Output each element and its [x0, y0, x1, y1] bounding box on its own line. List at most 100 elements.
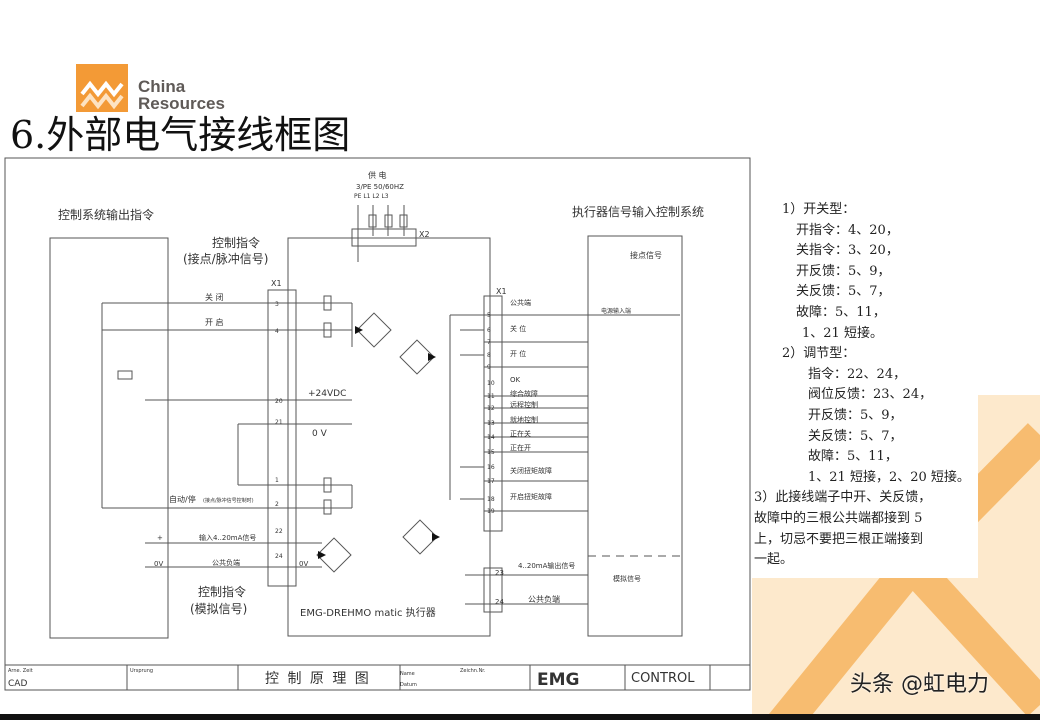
terminal-8: 8: [487, 352, 491, 359]
signal-label: 就地控制: [510, 415, 538, 424]
china-resources-logo: [76, 64, 128, 112]
note-line: 指令：22、24，: [808, 366, 907, 382]
terminal-2: 2: [275, 501, 279, 508]
note-line: 故障中的三根公共端都接到 5: [754, 510, 923, 526]
analog-signal-label: 模拟信号: [613, 574, 641, 583]
note-line: 1）开关型：: [782, 202, 856, 217]
terminal-1: 1: [275, 477, 279, 484]
left-wires: [101, 295, 353, 568]
right-header: 执行器信号输入控制系统: [572, 204, 704, 219]
terminal-19: 19: [487, 508, 495, 515]
x2-label: X2: [419, 230, 430, 239]
terminal-23: 23: [495, 569, 504, 577]
terminal-16: 16: [487, 464, 495, 471]
signal-label: 开启扭矩故障: [510, 492, 552, 501]
signal-label: 开 位: [510, 349, 526, 358]
signal-label: 正在关: [510, 429, 531, 438]
cmd-title: 控制指令: [212, 235, 260, 250]
note-line: 开反馈：5、9，: [796, 263, 891, 279]
receiving-system-box: [587, 235, 683, 637]
title-block: [5, 664, 750, 690]
bottom-bar: [0, 714, 1040, 720]
note-line: 故障：5、11，: [808, 449, 898, 465]
titleblock-field: Arne. Zeit: [8, 668, 33, 674]
page-title: 6.外部电气接线框图: [10, 113, 351, 157]
titleblock-drawing-no: Zeichn.Nr.: [460, 668, 486, 674]
note-line: 故障：5、11，: [796, 304, 886, 320]
terminal-17: 17: [487, 478, 495, 485]
right-wires: [449, 314, 680, 500]
input-420-label: 输入4..20mA信号: [199, 533, 256, 542]
wiring-notes-panel: 1）开关型：开指令：4、20，关指令：3、20，开反馈：5、9，关反馈：5、7，…: [752, 192, 978, 578]
terminal-11: 11: [487, 393, 495, 400]
x1-left-label: X1: [271, 279, 282, 288]
terminal-5: 5: [487, 312, 491, 319]
emg-logo: EMG: [537, 670, 579, 690]
analog-cmd-subtitle: (模拟信号): [190, 602, 247, 616]
note-line: 1、21 短接，2、20 短接。: [808, 469, 970, 485]
auto-label: 自动/停: [169, 494, 196, 504]
logo-mark-icon: [80, 80, 124, 110]
cmd-subtitle: (接点/脉冲信号): [183, 251, 268, 266]
terminal-22: 22: [275, 528, 283, 535]
note-line: 2）调节型：: [782, 346, 856, 362]
note-line: 1、21 短接。: [802, 325, 883, 341]
power-in-label: 电源输入端: [601, 307, 631, 315]
titleblock-title: 控 制 原 理 图: [265, 671, 371, 687]
analog-cmd-title: 控制指令: [198, 584, 246, 599]
open-label: 开 启: [205, 317, 224, 327]
note-line: 关反馈：5、7，: [796, 284, 891, 300]
close-label: 关 闭: [205, 292, 224, 302]
terminal-18: 18: [487, 496, 495, 503]
24vdc-label: +24VDC: [308, 389, 346, 399]
actuator-label: EMG-DREHMO matic 执行器: [300, 606, 436, 619]
titleblock-control: CONTROL: [631, 671, 695, 686]
wiring-diagram: 控制系统输出指令 执行器信号输入控制系统 控制指令 (接点/脉冲信号) 控制指令…: [4, 157, 751, 691]
terminal-24: 24: [275, 553, 283, 560]
0v-label: 0 V: [312, 429, 328, 439]
signal-label: OK: [510, 376, 521, 384]
terminal-14: 14: [487, 434, 495, 441]
x2-terminal-strip: [351, 228, 417, 247]
terminal-15: 15: [487, 449, 495, 456]
terminal-10: 10: [487, 380, 495, 387]
common-neg-label: 公共负端: [212, 558, 240, 567]
terminal-13: 13: [487, 420, 495, 427]
optocouplers: [316, 312, 438, 573]
common-neg-label-2: 公共负端: [528, 594, 560, 604]
terminal-4: 4: [275, 328, 279, 335]
x1-right-terminal-strip: [483, 295, 503, 532]
supply-spec: 3/PE 50/60HZ: [356, 183, 404, 191]
signal-label: 远程控制: [510, 400, 538, 409]
terminal-24b: 24: [495, 598, 504, 606]
terminal-21: 21: [275, 419, 283, 426]
note-line: 阀位反馈：23、24，: [808, 387, 933, 403]
signal-label: 关 位: [510, 324, 526, 333]
note-line: 关反馈：5、7，: [808, 428, 903, 444]
zero-v-label-2: 0V: [299, 560, 308, 568]
titleblock-name: Name: [400, 671, 415, 677]
note-line: 3）此接线端子中开、关反馈，: [754, 490, 932, 506]
arrow-icons: [318, 326, 440, 559]
titleblock-datum: Datum: [400, 682, 417, 688]
x1-analog-terminal-strip: [483, 567, 503, 613]
supply-phases: PE L1 L2 L3: [354, 193, 389, 200]
signal-label: 正在开: [510, 443, 531, 452]
analog-out-wires: [465, 574, 588, 605]
watermark: 头条 @虹电力: [850, 672, 989, 697]
supply-label: 供 电: [368, 170, 387, 180]
note-line: 一起。: [754, 552, 794, 568]
control-system-box: [49, 237, 169, 639]
auto-note: (接点/脉冲信号控制时): [203, 497, 254, 504]
output-420-label: 4..20mA输出信号: [518, 561, 575, 570]
terminal-7: 7: [487, 339, 491, 346]
signal-label: 公共端: [510, 298, 531, 307]
note-line: 上，切忌不要把三根正端接到: [754, 531, 924, 547]
terminal-6: 6: [487, 327, 491, 334]
left-header: 控制系统输出指令: [58, 207, 154, 222]
x1-right-label: X1: [496, 287, 507, 296]
zero-v-label: 0V: [154, 560, 163, 568]
supply-wires: [357, 205, 408, 262]
terminal-9: 9: [487, 364, 491, 371]
signal-label: 关闭扭矩故障: [510, 466, 552, 475]
